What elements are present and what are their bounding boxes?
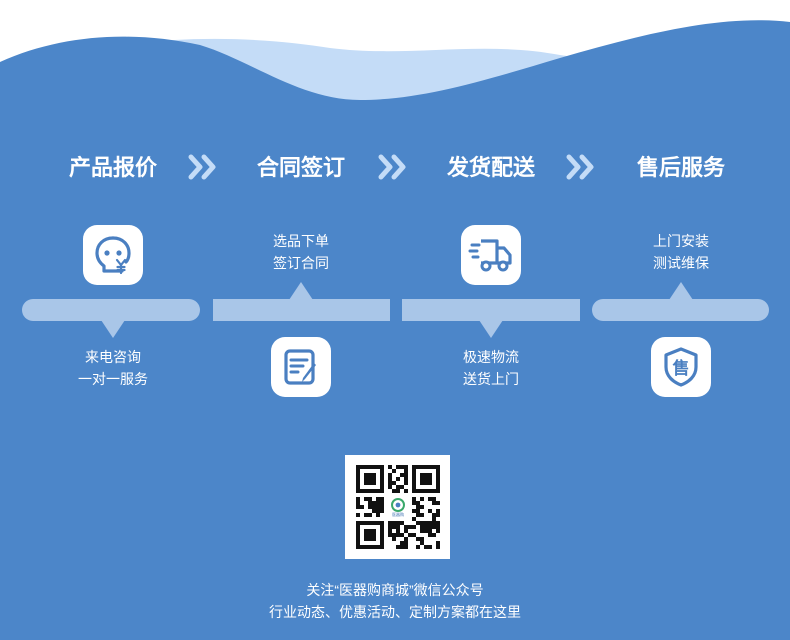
step-desc-quote: 来电咨询 一对一服务 <box>43 346 183 390</box>
shield-icon: 售 <box>651 337 711 397</box>
qr-code-pattern: 医器购 <box>355 465 440 549</box>
face-yen-icon <box>83 225 143 285</box>
qr-logo-text: 医器购 <box>392 511 404 517</box>
desc-line: 签订合同 <box>273 255 329 271</box>
qr-code: 医器购 <box>345 455 450 559</box>
main-wave <box>0 20 790 640</box>
timeline-segment <box>22 299 200 321</box>
step-desc-contract: 选品下单 签订合同 <box>231 230 371 274</box>
document-edit-icon <box>271 337 331 397</box>
delivery-truck-icon <box>461 225 521 285</box>
step-title-quote: 产品报价 <box>68 155 157 180</box>
desc-line: 选品下单 <box>273 233 329 249</box>
shield-icon-glyph: 售 <box>673 358 690 379</box>
double-chevron-right-icon <box>188 154 216 180</box>
step-desc-aftersales: 上门安装 测试维保 <box>611 230 751 274</box>
step-title-contract: 合同签订 <box>256 155 345 180</box>
desc-line: 极速物流 <box>463 349 519 365</box>
step-title-aftersales: 售后服务 <box>636 155 725 180</box>
step-title-delivery: 发货配送 <box>446 155 535 180</box>
desc-line: 上门安装 <box>653 233 709 249</box>
desc-line: 来电咨询 <box>85 349 141 365</box>
timeline-segment <box>402 299 580 321</box>
timeline-pointer-up <box>289 282 313 300</box>
timeline-pointer-down <box>101 320 125 338</box>
desc-line: 测试维保 <box>653 255 709 271</box>
timeline-pointer-down <box>479 320 503 338</box>
desc-line: 送货上门 <box>463 371 519 387</box>
double-chevron-right-icon <box>566 154 594 180</box>
timeline-pointer-up <box>669 282 693 300</box>
timeline-segment <box>592 299 769 321</box>
timeline-segment <box>213 299 390 321</box>
footer-follow-text: 关注“医器购商城”微信公众号 <box>306 582 484 598</box>
desc-line: 一对一服务 <box>78 371 148 387</box>
step-desc-delivery: 极速物流 送货上门 <box>421 346 561 390</box>
double-chevron-right-icon <box>378 154 406 180</box>
footer-promo-text: 行业动态、优惠活动、定制方案都在这里 <box>269 604 521 620</box>
